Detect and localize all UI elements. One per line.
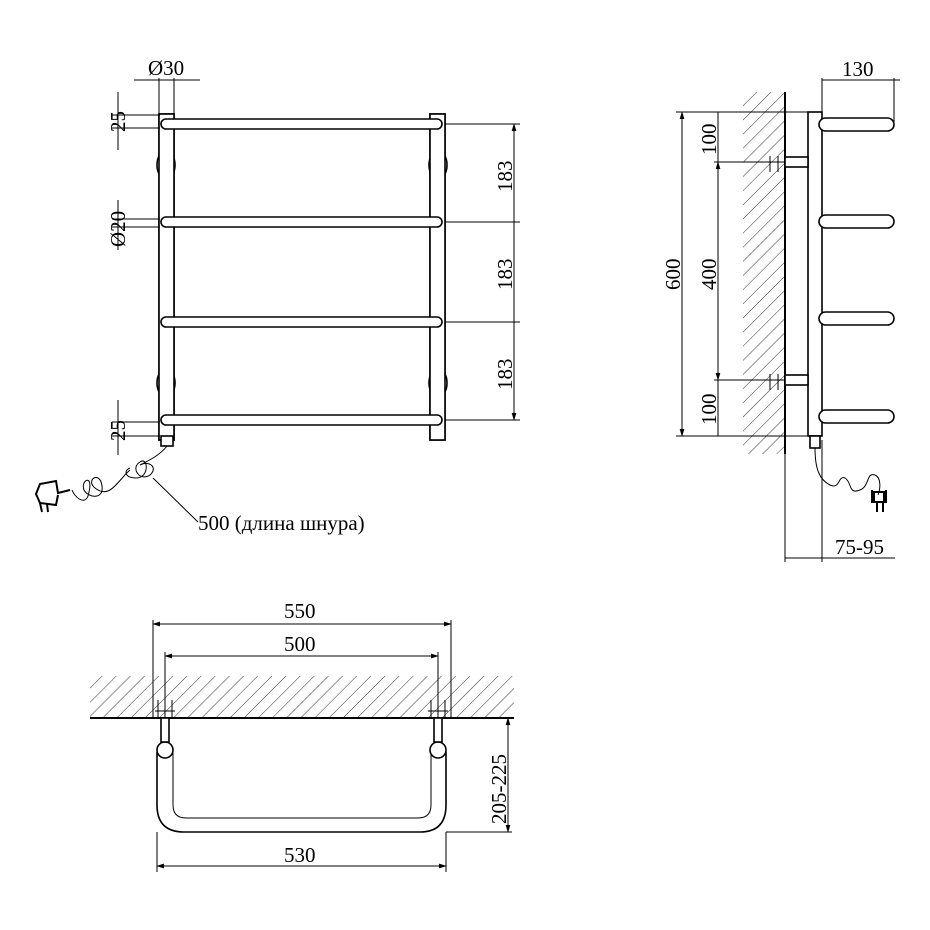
side-rail-1: [818, 117, 895, 132]
side-view: 130 600 400 100 100 75-95: [661, 57, 900, 562]
dim-mount-spacing: 400: [697, 259, 721, 291]
top-view: 550 500 530 205-225: [90, 599, 514, 872]
dim-bottom-mount-offset: 100: [697, 394, 721, 426]
dim-cord-length: 500 (длина шнура): [198, 511, 365, 535]
dim-depth: 130: [842, 57, 874, 81]
dim-top-mount-offset: 100: [697, 124, 721, 156]
u-tube: [156, 752, 447, 833]
heater-element: [160, 435, 174, 447]
dim-mount-center-distance: 500: [284, 632, 316, 656]
dim-spacing-2: 183: [493, 259, 517, 291]
rail-2: [160, 216, 443, 228]
rail-3: [160, 316, 443, 328]
side-power-cord: [814, 447, 881, 496]
side-rail-4: [818, 409, 895, 424]
dim-post-diameter: Ø30: [148, 56, 184, 80]
dim-outer-width: 530: [284, 843, 316, 867]
side-power-plug: [871, 490, 887, 512]
power-cord-coil: [125, 445, 168, 479]
dim-spacing-1: 183: [493, 161, 517, 193]
power-plug: [34, 479, 71, 513]
dim-wall-gap: 75-95: [835, 535, 884, 559]
wall-hatch-side: [743, 92, 785, 454]
dim-overall-width: 550: [284, 599, 316, 623]
side-post: [807, 111, 823, 437]
rail-4: [160, 414, 443, 426]
side-rail-2: [818, 214, 895, 229]
front-view: Ø30 25 Ø20 25 183 183 183 500 (длина шну…: [34, 56, 520, 535]
dim-top-offset: 25: [106, 111, 130, 132]
dim-bar-diameter: Ø20: [106, 211, 130, 247]
rail-1: [160, 118, 443, 130]
dim-bottom-offset: 25: [106, 420, 130, 441]
side-rail-3: [818, 311, 895, 326]
dim-wall-distance: 205-225: [487, 754, 511, 824]
wall-hatch-top: [90, 676, 514, 718]
dim-spacing-3: 183: [493, 359, 517, 391]
dim-height: 600: [661, 259, 685, 291]
